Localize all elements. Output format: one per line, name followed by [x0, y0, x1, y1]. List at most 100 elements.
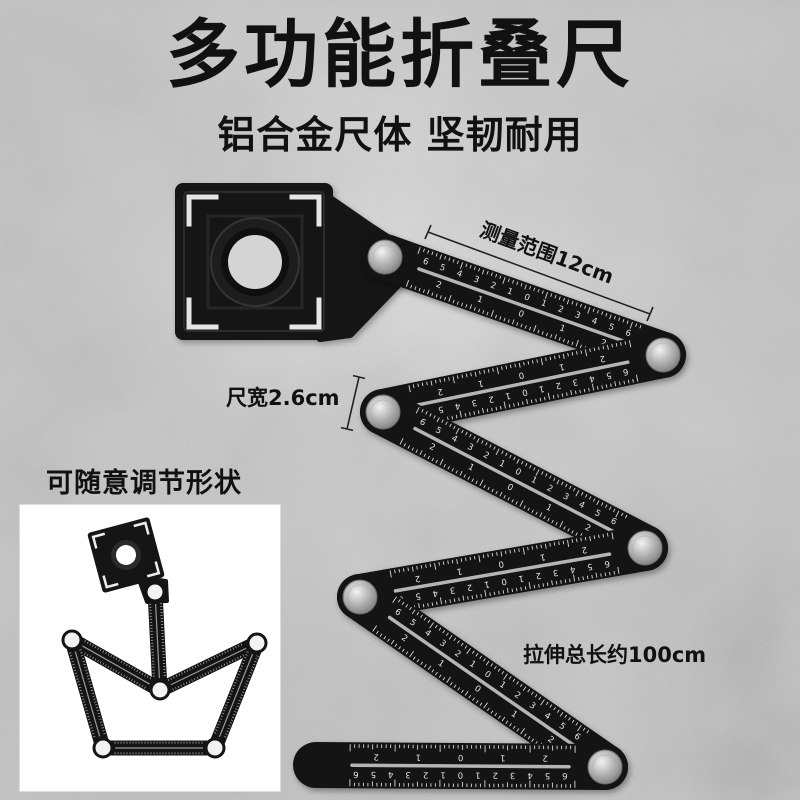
ruler-scale-number: 0 [472, 684, 482, 695]
ruler-scale-number: 1 [529, 475, 538, 486]
ruler-scale-number: 1 [497, 459, 506, 470]
inset-arm-slot [155, 603, 160, 679]
ruler-scale-number: 4 [432, 587, 439, 598]
ruler-scale-number: 4 [577, 500, 586, 511]
ruler-scale-number: 3 [571, 376, 578, 387]
ruler-ticks [349, 744, 576, 788]
ruler-scale-number: 6 [393, 607, 403, 618]
ruler-scale-number: 2 [545, 483, 554, 494]
inset-corner-brackets [91, 521, 161, 589]
ruler-scale-number: 5 [438, 263, 446, 274]
inset-arm-ticks [214, 651, 259, 738]
pivot-bolts [338, 235, 685, 789]
ruler-scale-number: 4 [590, 316, 598, 327]
ruler-scale-number: 2 [487, 393, 494, 404]
inset-ruler-arm [152, 635, 265, 698]
pivot-bolt [338, 575, 382, 619]
base-plate-inner-frame [206, 214, 304, 310]
inset-arm-slot [82, 645, 150, 685]
ruler-scale-number: 0 [513, 467, 522, 478]
ruler-scale-number: 1 [440, 769, 445, 779]
ruler-slot [350, 763, 571, 769]
page-title: 多功能折叠尺 [166, 12, 634, 98]
ruler-width-dimension [340, 374, 366, 432]
ruler-scale-number: 2 [546, 735, 556, 746]
inset-hole [116, 545, 136, 565]
ruler-scale-number: 1 [558, 323, 566, 334]
ruler-scale-number: 5 [607, 322, 615, 333]
inset-arm-slot [170, 647, 247, 686]
pivot-bolt [361, 390, 405, 434]
ruler-scale-number: 4 [588, 373, 595, 384]
ruler-slot [416, 360, 630, 407]
adjustable-shape-label: 可随意调节形状 [46, 468, 242, 499]
bolt-head-rim [370, 399, 396, 425]
ruler-scale-number: 5 [545, 770, 550, 780]
ruler-scale-number: 1 [476, 294, 484, 305]
ruler-width-bottom-tick [340, 426, 354, 432]
pivot-bolt [363, 235, 407, 279]
ruler-scale-number: 1 [500, 752, 505, 762]
ruler-slot [387, 615, 578, 749]
inset-pivot-bolt [92, 737, 114, 759]
ruler-scale-number: 3 [510, 770, 515, 780]
bolt-head-rim [632, 535, 658, 561]
ruler-scale-number: 1 [477, 377, 484, 388]
ruler-scale-number: 2 [423, 769, 428, 779]
ruler-ticks [408, 340, 639, 427]
ruler-scale-number: 1 [483, 578, 490, 589]
bolt-head-rim [372, 244, 398, 270]
inset-pivot-bolt [204, 737, 226, 759]
inset-arm-ticks [149, 603, 166, 677]
ruler-scale-number: 3 [527, 700, 537, 711]
ruler-scale-number: 1 [518, 573, 525, 584]
ruler-scale-number: 0 [458, 769, 463, 779]
inset-pivot-bolt [144, 581, 166, 603]
ruler-scale-number: 6 [603, 558, 610, 569]
shape-example-inset [20, 505, 280, 791]
ruler-slot [413, 426, 615, 534]
ruler-scale-number: 4 [450, 434, 459, 445]
ruler-scale-number: 3 [561, 492, 570, 503]
ruler-scale-number: 1 [497, 680, 507, 691]
ruler-scale-number: 6 [418, 417, 427, 428]
ruler-scale-number: 1 [416, 752, 421, 762]
ruler-ticks [389, 532, 620, 612]
measure-range-start-tick [424, 224, 432, 240]
inset-arm-ticks [114, 741, 203, 755]
inset-pivot-bolt [149, 679, 171, 701]
ruler-scale-number: 1 [456, 565, 463, 576]
ruler-scale-number: 6 [562, 770, 567, 780]
ruler-scale-number: 5 [434, 425, 443, 436]
ruler-scale-number: 3 [465, 442, 474, 453]
ruler-scale-number: 2 [556, 304, 564, 315]
ruler-scale-number: 0 [497, 558, 504, 569]
ruler-scale-number: 2 [373, 751, 378, 761]
corner-bracket-marks [186, 194, 322, 330]
ruler-scale-number: 3 [437, 638, 447, 649]
ruler-width-line [346, 376, 360, 430]
ruler-scale-number: 0 [505, 482, 514, 493]
ruler-arms: 6543210123456210126543210123456210126543… [293, 234, 686, 790]
inset-ruler-arm [64, 632, 111, 756]
ruler-scale-number: 2 [493, 770, 498, 780]
total-length-label: 拉伸总长约100cm [523, 643, 707, 667]
ruler-scale-number: 1 [436, 658, 446, 669]
ruler-scale-number: 2 [427, 442, 436, 453]
base-plate-bevel [183, 191, 325, 332]
ruler-scale-number: 6 [421, 257, 429, 268]
ruler-scale-number: 1 [509, 709, 519, 720]
ruler-scale-number: 0 [521, 386, 528, 397]
inset-ruler-arm [147, 584, 168, 698]
ruler-scale-number: 1 [475, 770, 480, 780]
ruler-scale-number: 1 [506, 286, 514, 297]
center-hole [228, 235, 282, 289]
ruler-scale-number: 5 [605, 369, 612, 380]
ruler-scale-number: 4 [542, 711, 552, 722]
ruler-scale-number: 2 [466, 581, 473, 592]
